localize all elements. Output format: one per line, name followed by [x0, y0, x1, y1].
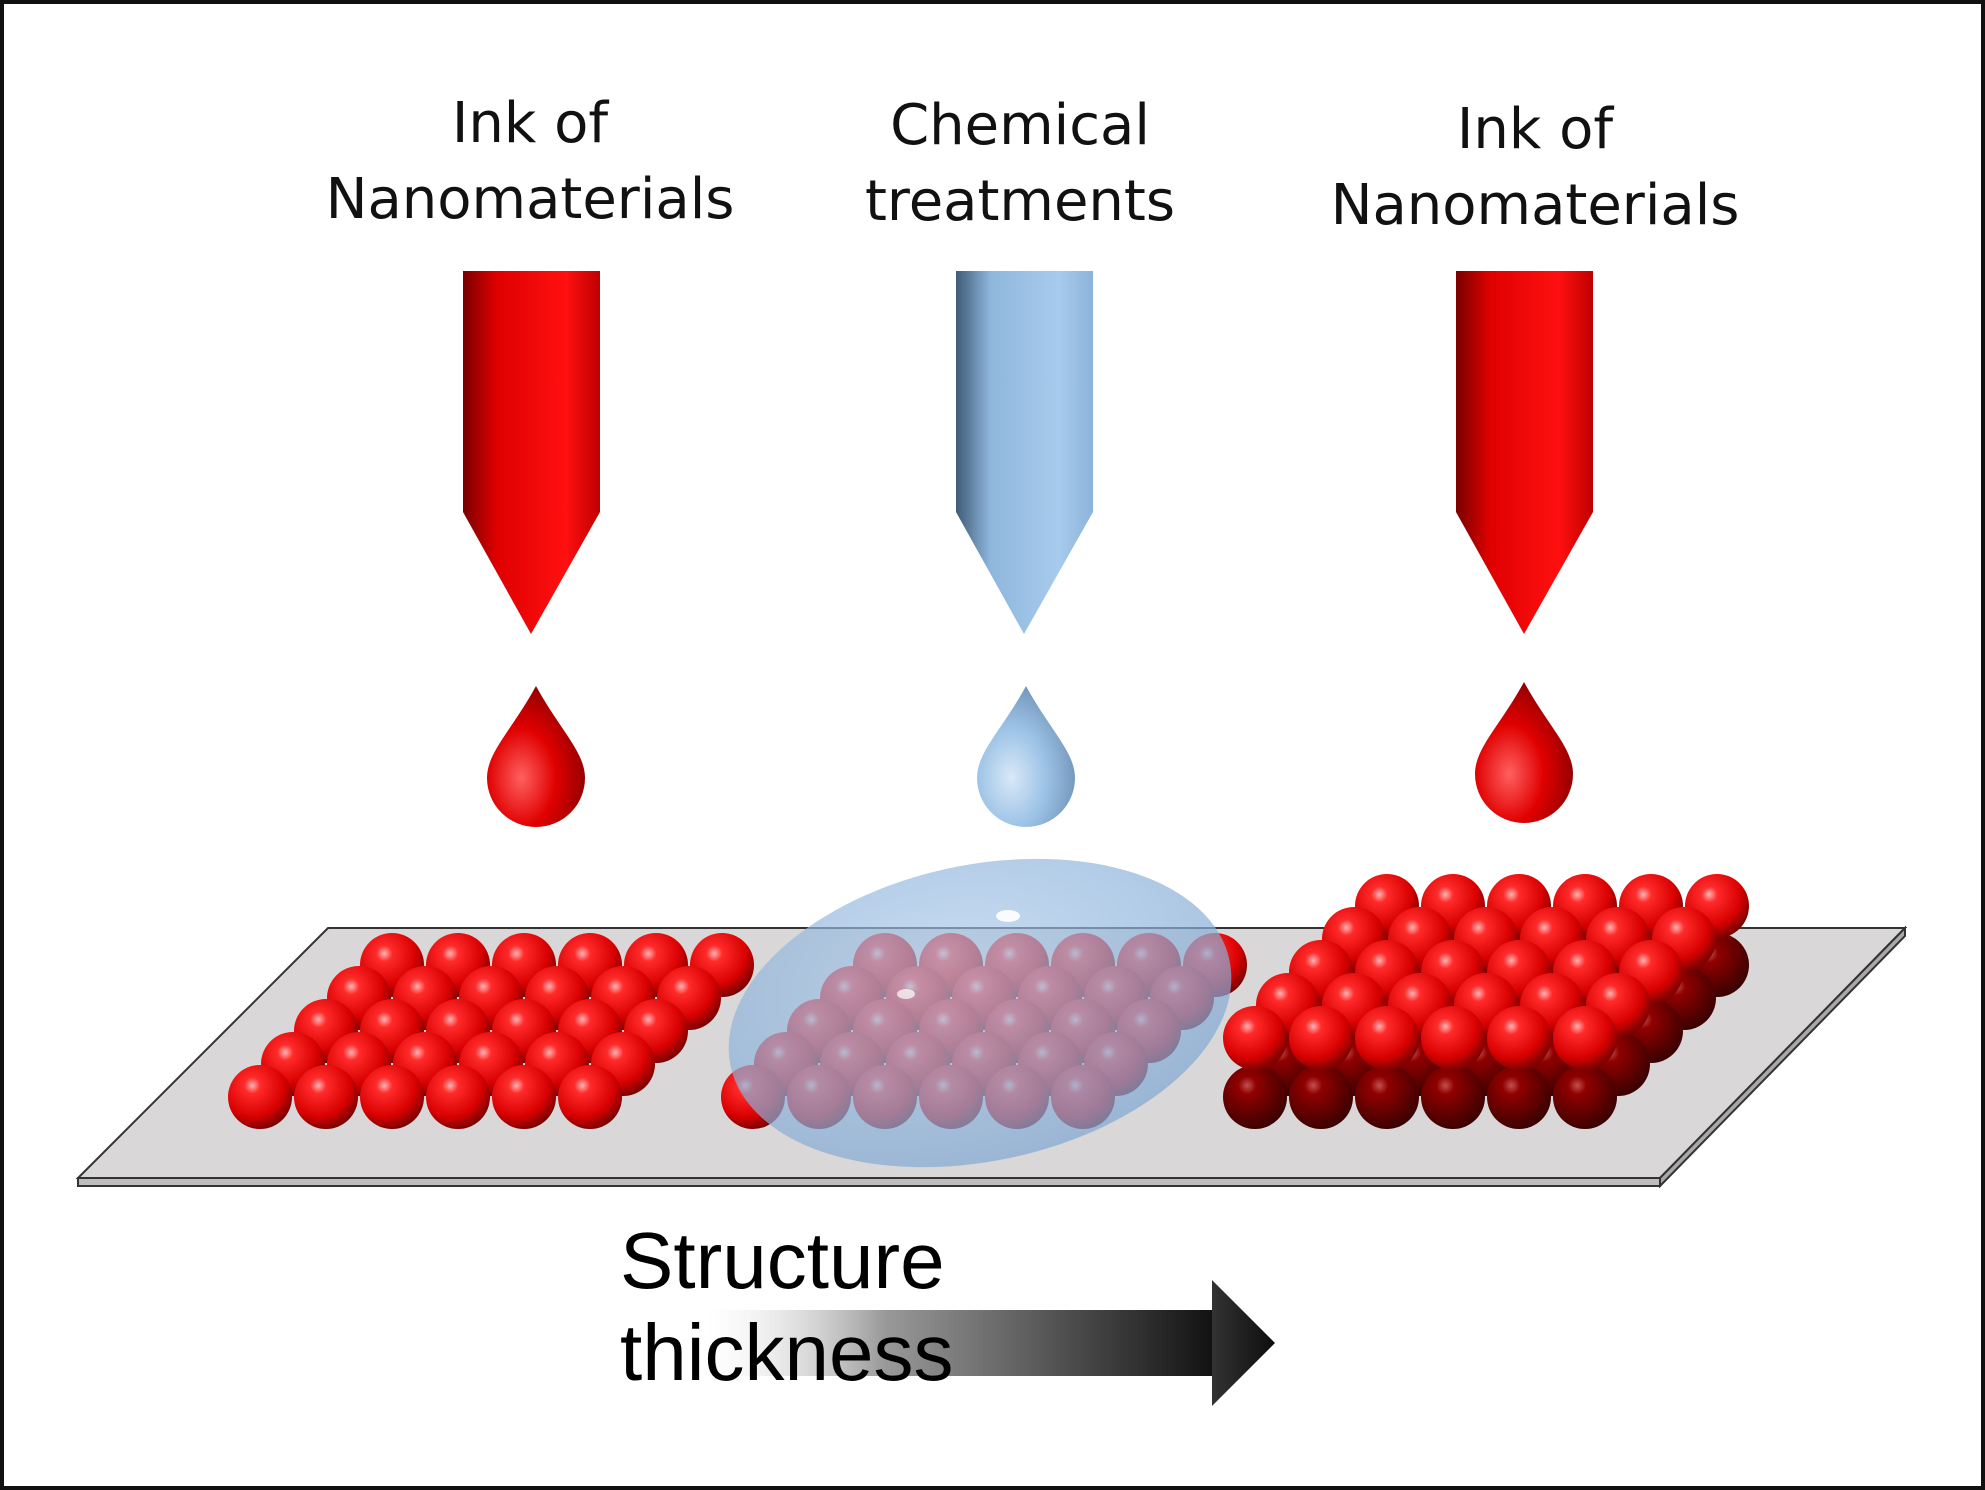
nanoparticle-sphere: [1223, 1065, 1287, 1129]
nanoparticle-sphere: [1553, 1065, 1617, 1129]
structure-label-line1: Structure: [620, 1216, 945, 1305]
nanoparticle-sphere: [1289, 1006, 1353, 1070]
nanoparticle-sphere: [1487, 1006, 1551, 1070]
droplet-middle-blue: [977, 686, 1075, 827]
droplet-left-red: [487, 686, 585, 827]
nozzle-right-red: [1456, 271, 1593, 634]
nanoparticle-sphere: [1421, 1065, 1485, 1129]
treatment-bubble: [728, 858, 1232, 1168]
droplet-right-red: [1475, 682, 1573, 823]
label-ink-left-line2: Nanomaterials: [325, 167, 735, 232]
nanoparticle-sphere: [1223, 1006, 1287, 1070]
nanoparticle-layer-right-top: [1223, 874, 1749, 1070]
nanoparticle-sphere: [1289, 1065, 1353, 1129]
thickness-arrow: [705, 1280, 1275, 1406]
nanoparticle-sphere: [492, 1065, 556, 1129]
nanoparticle-sphere: [360, 1065, 424, 1129]
structure-thickness-label: Structure thickness: [620, 1215, 953, 1399]
nanoparticle-sphere: [558, 1065, 622, 1129]
label-ink-left-line1: Ink of: [451, 91, 609, 156]
label-ink-right: Ink of Nanomaterials: [1275, 92, 1795, 244]
nanoparticle-sphere: [1355, 1065, 1419, 1129]
bubble-highlight-2: [897, 989, 915, 999]
nozzle-left-red: [463, 271, 600, 634]
label-ink-right-line1: Ink of: [1456, 97, 1614, 162]
label-chemical-line1: Chemical: [890, 93, 1150, 158]
nanoparticle-sphere: [426, 1065, 490, 1129]
nanoparticle-layer-left: [228, 933, 754, 1129]
nanoparticle-sphere: [1487, 1065, 1551, 1129]
nanoparticle-sphere: [1553, 1006, 1617, 1070]
label-ink-right-line2: Nanomaterials: [1330, 173, 1740, 238]
nozzle-middle-blue: [956, 271, 1093, 634]
nanoparticle-sphere: [1355, 1006, 1419, 1070]
label-chemical-treatments: Chemical treatments: [770, 88, 1270, 240]
nanoparticle-sphere: [228, 1065, 292, 1129]
label-ink-left: Ink of Nanomaterials: [270, 86, 790, 238]
nanoparticle-sphere: [294, 1065, 358, 1129]
structure-label-line2: thickness: [620, 1308, 954, 1397]
nanoparticle-sphere: [1421, 1006, 1485, 1070]
label-chemical-line2: treatments: [864, 169, 1176, 234]
bubble-highlight-1: [996, 910, 1020, 922]
